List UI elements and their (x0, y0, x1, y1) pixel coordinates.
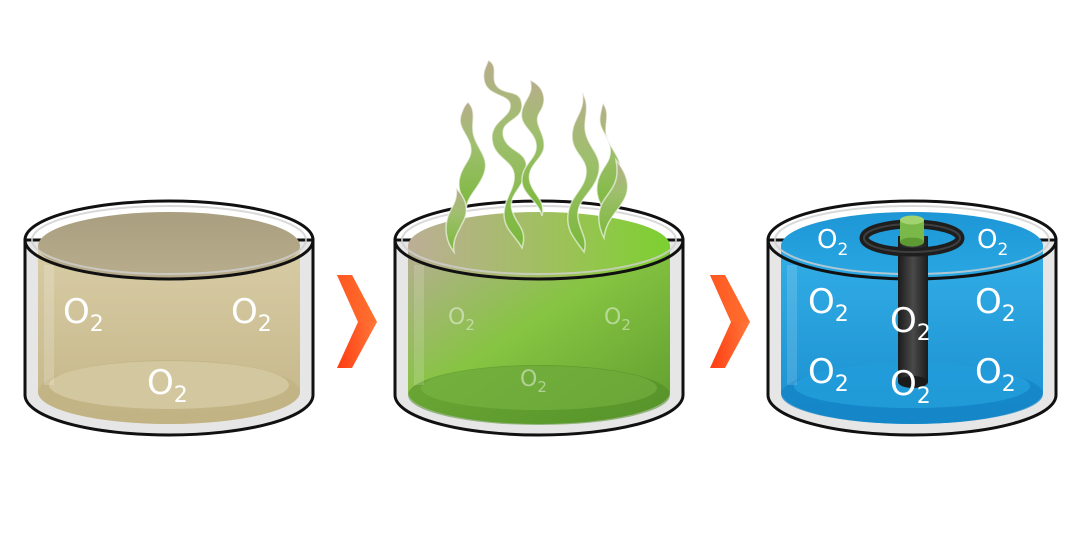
o2-label: O2 (890, 301, 931, 346)
tank-stage-3 (766, 199, 1058, 437)
o2-labels-stage-3: O2 O2 O2 O2 O2 O2 O2 O2 (808, 225, 1016, 409)
o2-label: O2 (231, 292, 272, 337)
tank-stage-2 (393, 199, 685, 437)
o2-label: O2 (448, 305, 475, 334)
o2-label: O2 (808, 282, 849, 327)
o2-label: O2 (890, 364, 931, 409)
o2-label: O2 (63, 292, 104, 337)
aerator-icon (859, 215, 965, 388)
o2-label: O2 (977, 225, 1008, 260)
fumes-icon (445, 58, 629, 255)
o2-label: O2 (147, 363, 188, 408)
o2-label: O2 (817, 225, 848, 260)
o2-labels-stage-2: O2 O2 O2 (448, 305, 631, 396)
o2-label: O2 (975, 282, 1016, 327)
o2-label: O2 (520, 367, 547, 396)
tank-stage-1 (23, 199, 315, 437)
o2-label: O2 (975, 352, 1016, 397)
o2-label: O2 (808, 352, 849, 397)
o2-label: O2 (604, 305, 631, 334)
o2-labels-stage-1: O2 O2 O2 (63, 292, 272, 408)
